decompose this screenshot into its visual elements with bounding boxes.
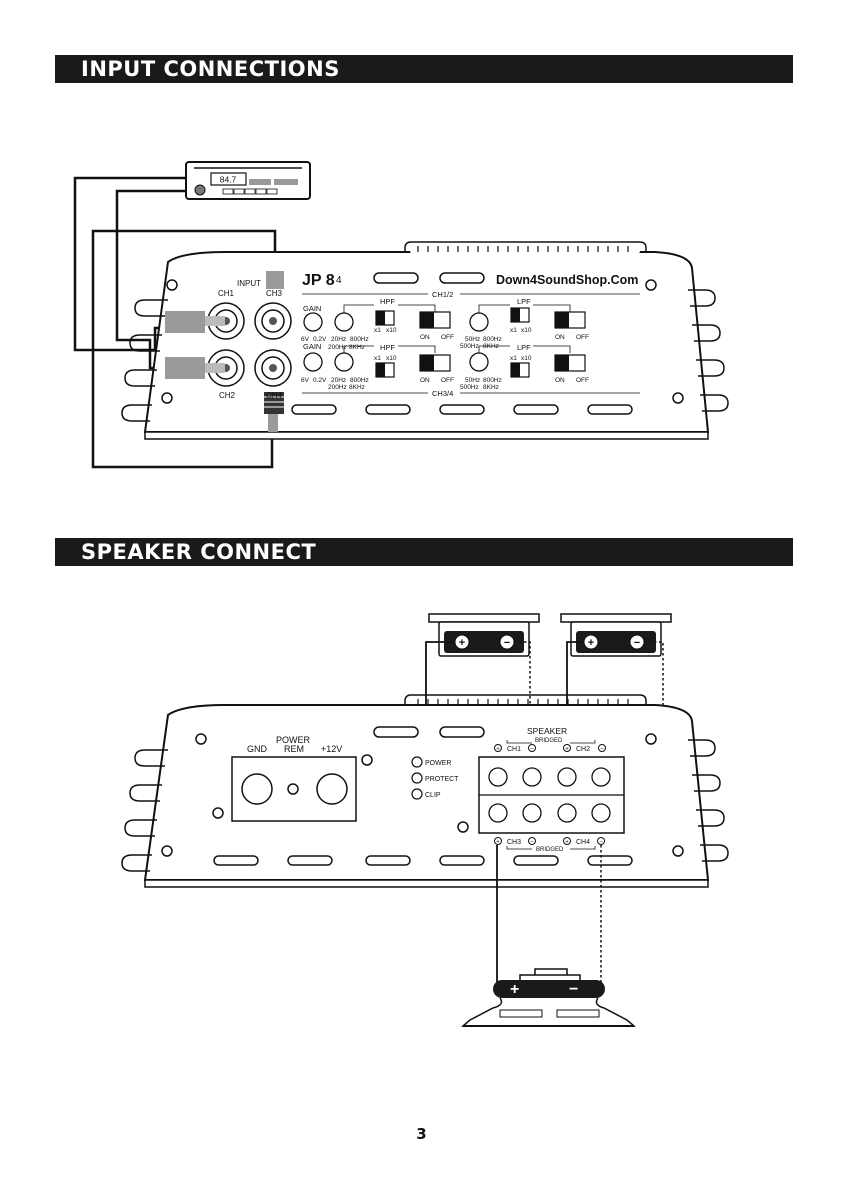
svg-text:x10: x10 (521, 327, 532, 334)
svg-text:CH4: CH4 (576, 839, 590, 846)
label-lpf-12: LPF (517, 297, 531, 306)
svg-text:800Hz: 800Hz (483, 377, 502, 384)
speaker-left: + − (428, 613, 540, 657)
head-unit-display: 84.7 (220, 175, 237, 185)
label-hpf-34: HPF (380, 343, 395, 352)
label-bridged-bottom: BRIDGED (536, 847, 564, 853)
amplifier-bottom: POWER GND REM +12V POWER PROTECT CLIP SP… (121, 694, 729, 888)
svg-text:800Hz: 800Hz (350, 336, 369, 343)
svg-text:x1: x1 (510, 355, 517, 362)
label-ch12: CH1/2 (432, 290, 453, 299)
amp-brand: Down4SoundShop.Com (496, 273, 638, 287)
svg-text:−: − (569, 981, 578, 998)
head-unit: 84.7 (185, 161, 311, 200)
svg-text:50Hz: 50Hz (465, 336, 480, 343)
svg-text:0.2V: 0.2V (313, 336, 327, 343)
label-ch3: CH3 (266, 289, 283, 298)
svg-text:ON: ON (420, 334, 430, 341)
amp-model: JP 8 (302, 272, 335, 289)
label-bridged-top: BRIDGED (535, 738, 563, 744)
label-gnd: GND (247, 744, 268, 754)
led-power-label: POWER (425, 760, 451, 767)
svg-text:+: + (510, 981, 519, 998)
input-connections-heading: INPUT CONNECTIONS (55, 55, 793, 83)
svg-text:500Hz: 500Hz (460, 384, 479, 391)
svg-text:CH3: CH3 (507, 839, 521, 846)
svg-text:−: − (600, 747, 604, 753)
svg-text:50Hz: 50Hz (465, 377, 480, 384)
svg-text:x10: x10 (521, 355, 532, 362)
svg-text:x1: x1 (374, 355, 381, 362)
label-gain-12: GAIN (303, 304, 321, 313)
label-rem: REM (284, 744, 304, 754)
bridged-speaker: + − (460, 968, 637, 1027)
svg-text:−: − (530, 747, 534, 753)
svg-text:−: − (504, 637, 510, 649)
svg-text:+: + (588, 637, 594, 649)
svg-text:+: + (496, 747, 500, 753)
page-number: 3 (416, 1125, 427, 1143)
svg-text:20Hz: 20Hz (331, 336, 346, 343)
svg-text:500Hz: 500Hz (460, 343, 479, 350)
label-power: POWER (276, 735, 311, 745)
label-ch34: CH3/4 (432, 389, 453, 398)
label-ch1: CH1 (218, 289, 235, 298)
svg-text:+: + (459, 637, 465, 649)
svg-text:CH1: CH1 (507, 746, 521, 753)
led-protect-label: PROTECT (425, 776, 459, 783)
svg-text:0.2V: 0.2V (313, 377, 327, 384)
svg-text:OFF: OFF (576, 334, 589, 341)
svg-text:20Hz: 20Hz (331, 377, 346, 384)
label-speaker: SPEAKER (527, 726, 567, 736)
svg-text:8KHz: 8KHz (349, 344, 365, 351)
input-label: INPUT (237, 279, 261, 288)
amplifier-top: JP 8 4 Down4SoundShop.Com INPUT CH1 CH2 … (121, 238, 729, 440)
svg-text:+: + (565, 840, 569, 846)
svg-text:x1: x1 (374, 327, 381, 334)
label-12v: +12V (321, 744, 342, 754)
svg-text:OFF: OFF (576, 377, 589, 384)
speaker-right: + − (560, 613, 672, 657)
svg-text:x1: x1 (510, 327, 517, 334)
led-clip-label: CLIP (425, 792, 441, 799)
svg-text:200Hz: 200Hz (328, 384, 347, 391)
svg-text:−: − (530, 840, 534, 846)
label-gain-34: GAIN (303, 342, 321, 351)
svg-text:ON: ON (420, 377, 430, 384)
svg-text:6V: 6V (301, 336, 310, 343)
svg-text:+: + (496, 840, 500, 846)
svg-text:OFF: OFF (441, 334, 454, 341)
svg-text:ON: ON (555, 377, 565, 384)
svg-text:ON: ON (555, 334, 565, 341)
label-ch2: CH2 (219, 391, 236, 400)
svg-text:CH2: CH2 (576, 746, 590, 753)
svg-text:+: + (565, 747, 569, 753)
svg-text:200Hz: 200Hz (328, 344, 347, 351)
svg-text:8KHz: 8KHz (483, 384, 499, 391)
label-hpf-12: HPF (380, 297, 395, 306)
svg-text:800Hz: 800Hz (350, 377, 369, 384)
rca-jacks (165, 271, 292, 432)
speaker-connect-heading: SPEAKER CONNECT (55, 538, 793, 566)
svg-text:−: − (599, 840, 603, 846)
label-lpf-34: LPF (517, 343, 531, 352)
rca-cables (73, 176, 277, 469)
svg-text:800Hz: 800Hz (483, 336, 502, 343)
label-ch4: CH4 (266, 391, 283, 400)
svg-text:−: − (634, 637, 640, 649)
svg-text:8KHz: 8KHz (483, 343, 499, 350)
svg-text:x10: x10 (386, 327, 397, 334)
svg-text:OFF: OFF (441, 377, 454, 384)
svg-text:8KHz: 8KHz (349, 384, 365, 391)
svg-text:x10: x10 (386, 355, 397, 362)
svg-text:6V: 6V (301, 377, 310, 384)
amp-model-sup: 4 (336, 275, 342, 286)
